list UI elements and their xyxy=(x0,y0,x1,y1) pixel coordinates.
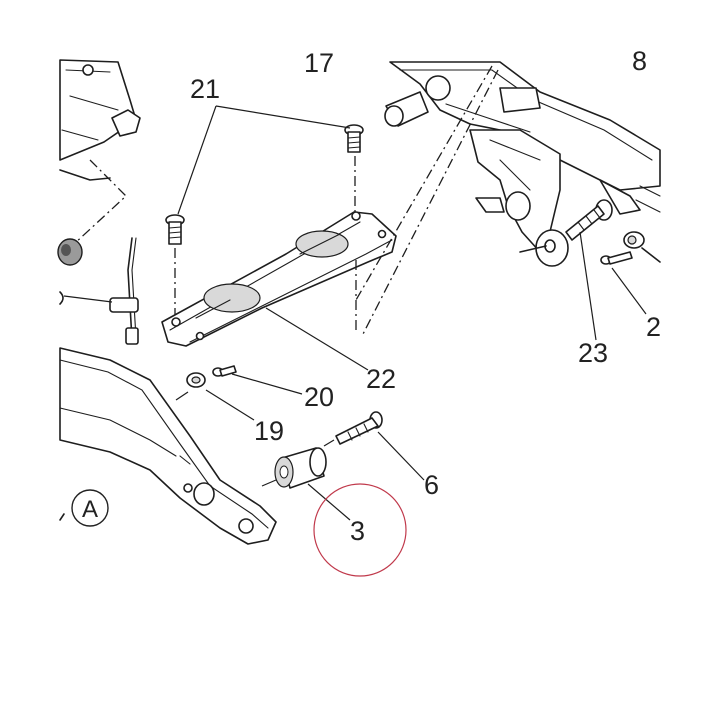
callout-22: 22 xyxy=(366,364,396,394)
leader-lines xyxy=(177,105,647,521)
callout-20: 20 xyxy=(304,382,334,412)
lower-arm-assembly xyxy=(59,347,277,545)
spacer-3 xyxy=(261,447,327,489)
screw-21-left xyxy=(165,214,185,318)
view-label-a: A xyxy=(71,489,109,527)
view-label-text: A xyxy=(82,496,98,523)
bolt-6 xyxy=(323,411,383,447)
screw-20 xyxy=(212,365,237,377)
screw-21-right xyxy=(344,124,364,216)
callout-6: 6 xyxy=(424,470,439,500)
callout-3: 3 xyxy=(350,516,365,546)
cable-tie-part xyxy=(59,237,139,345)
callout-2: 2 xyxy=(646,312,661,342)
highlight-circle xyxy=(313,483,407,577)
top-left-assembly xyxy=(59,59,141,245)
top-right-frame-assembly xyxy=(384,61,661,267)
callout-17: 17 xyxy=(304,48,334,78)
callout-23: 23 xyxy=(578,338,608,368)
callout-8: 8 xyxy=(632,46,647,76)
callout-19: 19 xyxy=(254,416,284,446)
assembly-axis-lines xyxy=(355,65,499,337)
callout-21: 21 xyxy=(190,74,220,104)
bolt-23 xyxy=(565,199,613,241)
bracket-plate-22 xyxy=(161,211,397,347)
grommet-part xyxy=(57,238,83,266)
clip-part-2 xyxy=(600,231,661,265)
screw-19 xyxy=(175,372,206,401)
